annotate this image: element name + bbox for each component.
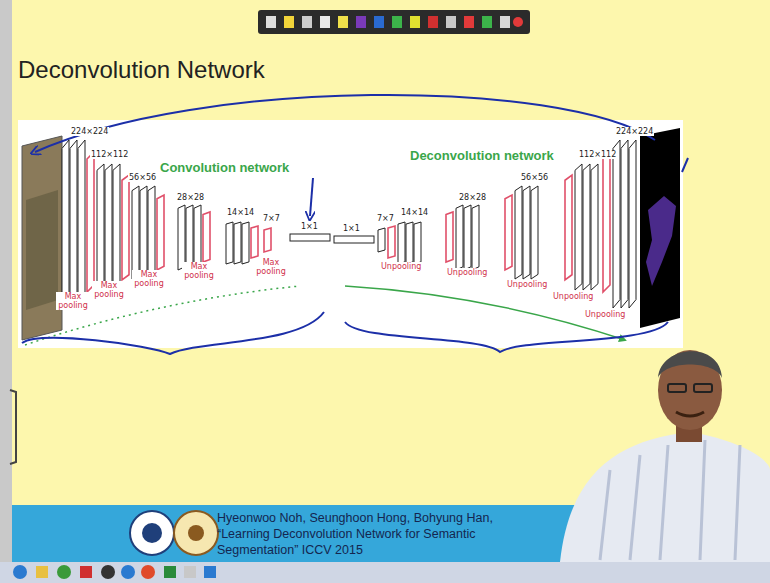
conv-layer	[398, 222, 405, 264]
slide-title: Deconvolution Network	[18, 56, 265, 84]
conv-layer	[515, 186, 522, 279]
pen-brace	[345, 322, 668, 352]
taskbar-icons	[13, 565, 216, 579]
dimension-label: 1×1	[300, 222, 319, 231]
conv-layer	[406, 222, 413, 264]
pen-brace	[22, 312, 324, 354]
conv-layer	[132, 186, 139, 279]
left-border	[0, 0, 12, 583]
pooling-label: Max pooling	[254, 258, 288, 276]
dimension-label: 28×28	[176, 193, 205, 202]
nptel-logo	[188, 525, 204, 541]
conv-layer	[621, 140, 628, 308]
conv-layer	[523, 186, 530, 279]
pooling-layer	[122, 175, 129, 280]
citation: Hyeonwoo Noh, Seunghoon Hong, Bohyung Ha…	[217, 510, 507, 558]
unpooling-label: Unpooling	[552, 292, 594, 301]
pooling-layer	[446, 212, 453, 262]
conv-layer	[414, 222, 421, 264]
segmentation-blob	[646, 196, 676, 286]
dimension-label: 112×112	[90, 150, 129, 159]
dimension-label: 28×28	[458, 193, 487, 202]
institute-logo	[142, 523, 162, 543]
output-mask	[640, 128, 680, 328]
dimension-label: 56×56	[520, 173, 549, 182]
conv-layer	[62, 140, 69, 308]
conv-layer	[97, 164, 104, 290]
conv-layer	[472, 205, 479, 270]
fc-layer	[290, 234, 330, 241]
conv-layer	[583, 164, 590, 290]
figure-panel	[18, 120, 683, 348]
conv-layer	[575, 164, 582, 290]
pen-annotation-arrow	[310, 178, 313, 216]
dimension-label: 1×1	[342, 224, 361, 233]
pooling-label: Max pooling	[92, 281, 126, 299]
pooling-layer	[203, 212, 210, 262]
presenter	[560, 350, 770, 562]
conv-layer	[464, 205, 471, 270]
side-mark	[10, 390, 16, 464]
decoder-flow-arrow	[345, 286, 625, 340]
dimension-label: 14×14	[226, 208, 255, 217]
pen-mark	[682, 158, 688, 172]
unpooling-label: Unpooling	[506, 280, 548, 289]
dimension-label: 7×7	[262, 214, 281, 223]
unpooling-label: Unpooling	[584, 310, 626, 319]
conv-layer	[591, 164, 598, 290]
pooling-layer	[264, 228, 271, 252]
pen-toolbar	[258, 10, 530, 34]
conv-layer	[70, 140, 77, 308]
pooling-label: Max pooling	[182, 262, 216, 280]
pooling-layer	[565, 175, 572, 280]
unpooling-label: Unpooling	[380, 262, 422, 271]
conv-layer	[78, 140, 85, 308]
conv-layer	[186, 205, 193, 270]
dimension-label: 224×224	[615, 127, 654, 136]
conv-layer	[178, 205, 185, 270]
network-label: Deconvolution network	[410, 148, 554, 163]
conv-layer	[234, 222, 241, 264]
pooling-layer	[505, 195, 512, 270]
conv-layer	[531, 186, 538, 279]
layer-stack	[62, 140, 636, 308]
conv-layer	[613, 140, 620, 308]
pooling-layer	[603, 152, 610, 292]
institute-logo	[130, 511, 174, 555]
conv-layer	[113, 164, 120, 290]
network-label: Convolution network	[160, 160, 289, 175]
conv-layer	[105, 164, 112, 290]
pen-annotation-arrow	[35, 95, 655, 152]
pooling-layer	[87, 152, 94, 292]
taskbar	[0, 562, 770, 583]
fc-layer	[334, 236, 374, 243]
input-photo-detail	[26, 190, 58, 310]
unpooling-label: Unpooling	[446, 268, 488, 277]
conv-layer	[148, 186, 155, 279]
pooling-label: Max pooling	[132, 270, 166, 288]
dimension-label: 112×112	[578, 150, 617, 159]
conv-layer	[456, 205, 463, 270]
dimension-label: 56×56	[128, 173, 157, 182]
encoder-flow-arrow	[25, 286, 300, 345]
conv-layer	[242, 222, 249, 264]
dimension-label: 224×224	[70, 127, 109, 136]
conv-layer	[629, 140, 636, 308]
conv-layer	[378, 228, 385, 252]
dimension-label: 14×14	[400, 208, 429, 217]
conv-layer	[140, 186, 147, 279]
footer-sweep	[560, 340, 770, 562]
pooling-layer	[251, 226, 258, 258]
conv-layer	[226, 222, 233, 264]
pooling-layer	[388, 226, 395, 258]
dimension-label: 7×7	[376, 214, 395, 223]
conv-layer	[194, 205, 201, 270]
pooling-label: Max pooling	[56, 292, 90, 310]
toolbar-icons	[266, 16, 523, 28]
nptel-logo	[174, 511, 218, 555]
pooling-layer	[157, 195, 164, 270]
